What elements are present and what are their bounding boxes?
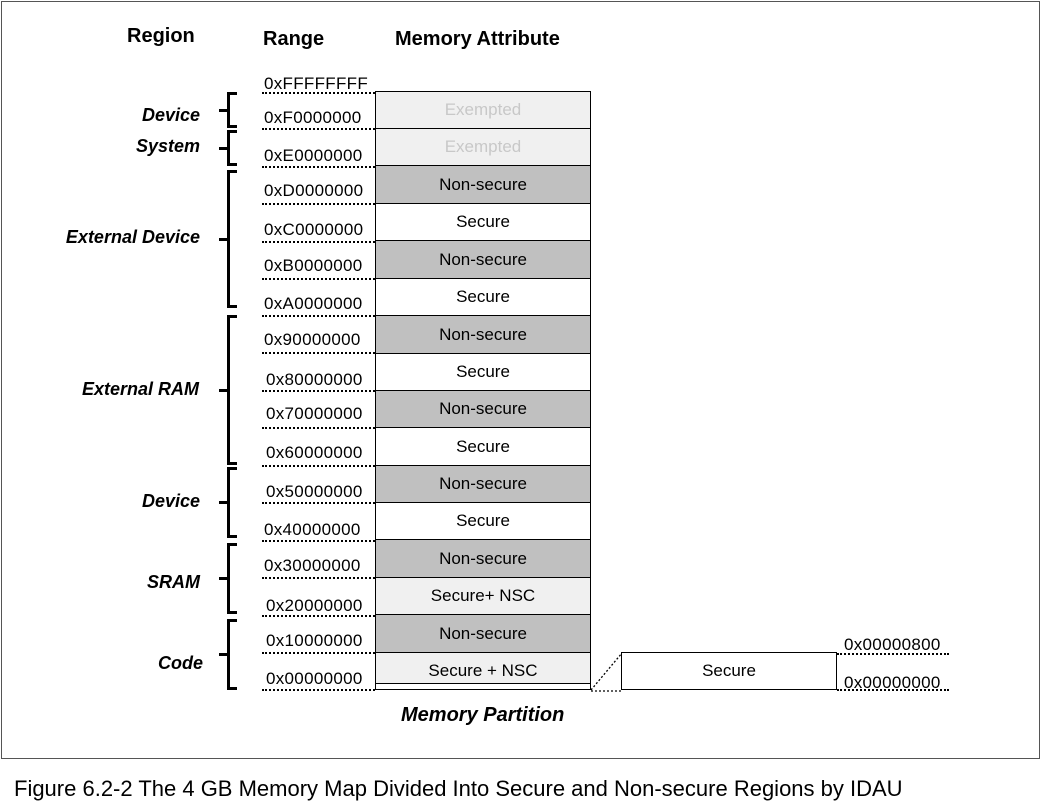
attribute-cell-non-secure: Non-secure [375, 315, 591, 354]
figure-caption: Figure 6.2-2 The 4 GB Memory Map Divided… [14, 776, 903, 801]
attribute-cell-secure: Secure [375, 203, 591, 241]
address-label: 0xE0000000 [264, 146, 363, 165]
attribute-cell-non-secure: Non-secure [375, 539, 591, 578]
attribute-cell-non-secure: Non-secure [375, 165, 591, 204]
brace-device-top [219, 92, 237, 128]
address-label: 0x50000000 [266, 482, 363, 501]
detail-leader-top [837, 653, 949, 655]
detail-address-bottom: 0x00000000 [844, 673, 941, 692]
attribute-header: Memory Attribute [395, 28, 560, 50]
address-leader [262, 92, 375, 94]
region-label-device-top: Device [141, 105, 200, 125]
address-label: 0x70000000 [266, 404, 363, 423]
address-label: 0xF0000000 [264, 108, 362, 127]
address-leader [262, 241, 375, 243]
address-leader [262, 427, 375, 429]
attribute-cell-exempted: Exempted [375, 91, 591, 129]
address-leader [262, 278, 375, 280]
attribute-cell-non-secure: Non-secure [375, 465, 591, 503]
diagram-frame [1, 1, 1040, 759]
address-label: 0xC0000000 [264, 220, 364, 239]
address-label: 0xD0000000 [264, 181, 364, 200]
address-leader [262, 465, 375, 467]
brace-device [219, 467, 237, 538]
address-label: 0x00000000 [266, 669, 363, 688]
region-label-sram: SRAM [147, 572, 200, 592]
region-label-system: System [135, 136, 200, 156]
address-leader [262, 577, 375, 579]
attribute-cell-secure: Secure [375, 427, 591, 466]
address-leader [262, 352, 375, 354]
address-label: 0xA0000000 [264, 294, 363, 313]
address-leader [262, 315, 375, 317]
attribute-cell-secure: Secure [375, 502, 591, 540]
range-header: Range [263, 28, 325, 50]
region-label-device: Device [141, 491, 200, 511]
address-leader [262, 615, 375, 617]
address-leader [262, 540, 375, 542]
attribute-cell-secure: Secure [375, 278, 591, 316]
zoom-connector [590, 652, 623, 692]
detail-leader-bottom [837, 689, 949, 691]
attribute-cell-exempted: Exempted [375, 128, 591, 166]
address-leader [262, 652, 375, 654]
address-label: 0x60000000 [266, 443, 363, 462]
attribute-cell-bottom-sliver [375, 683, 591, 690]
brace-system [219, 130, 237, 166]
address-label: 0x10000000 [266, 631, 363, 650]
address-leader [262, 390, 375, 392]
address-leader [262, 128, 375, 130]
attribute-cell-non-secure: Non-secure [375, 614, 591, 653]
attribute-cell-non-secure: Non-secure [375, 240, 591, 279]
region-label-external-ram: External RAM [81, 379, 199, 399]
address-label: 0xB0000000 [264, 256, 363, 275]
brace-sram [219, 543, 237, 614]
address-leader [262, 203, 375, 205]
address-label: 0xFFFFFFFF [264, 74, 369, 93]
brace-code [219, 619, 237, 690]
brace-external-ram [219, 315, 237, 465]
address-leader [262, 502, 375, 504]
region-label-code: Code [158, 653, 203, 673]
attribute-cell-secure: Secure [375, 353, 591, 391]
partition-label: Memory Partition [401, 704, 565, 726]
address-label: 0x30000000 [264, 556, 361, 575]
detail-address-top: 0x00000800 [844, 635, 941, 654]
address-leader [262, 166, 375, 168]
region-header: Region [127, 25, 195, 47]
attribute-cell-non-secure: Non-secure [375, 390, 591, 428]
address-leader [262, 689, 375, 691]
address-label: 0x80000000 [266, 370, 363, 389]
address-label: 0x40000000 [264, 520, 361, 539]
detail-cell-secure: Secure [621, 652, 837, 690]
brace-external-device [219, 170, 237, 308]
region-label-external-device: External Device [65, 227, 200, 247]
address-label: 0x90000000 [264, 330, 361, 349]
address-label: 0x20000000 [266, 596, 363, 615]
attribute-cell-secure-nsc: Secure+ NSC [375, 577, 591, 615]
